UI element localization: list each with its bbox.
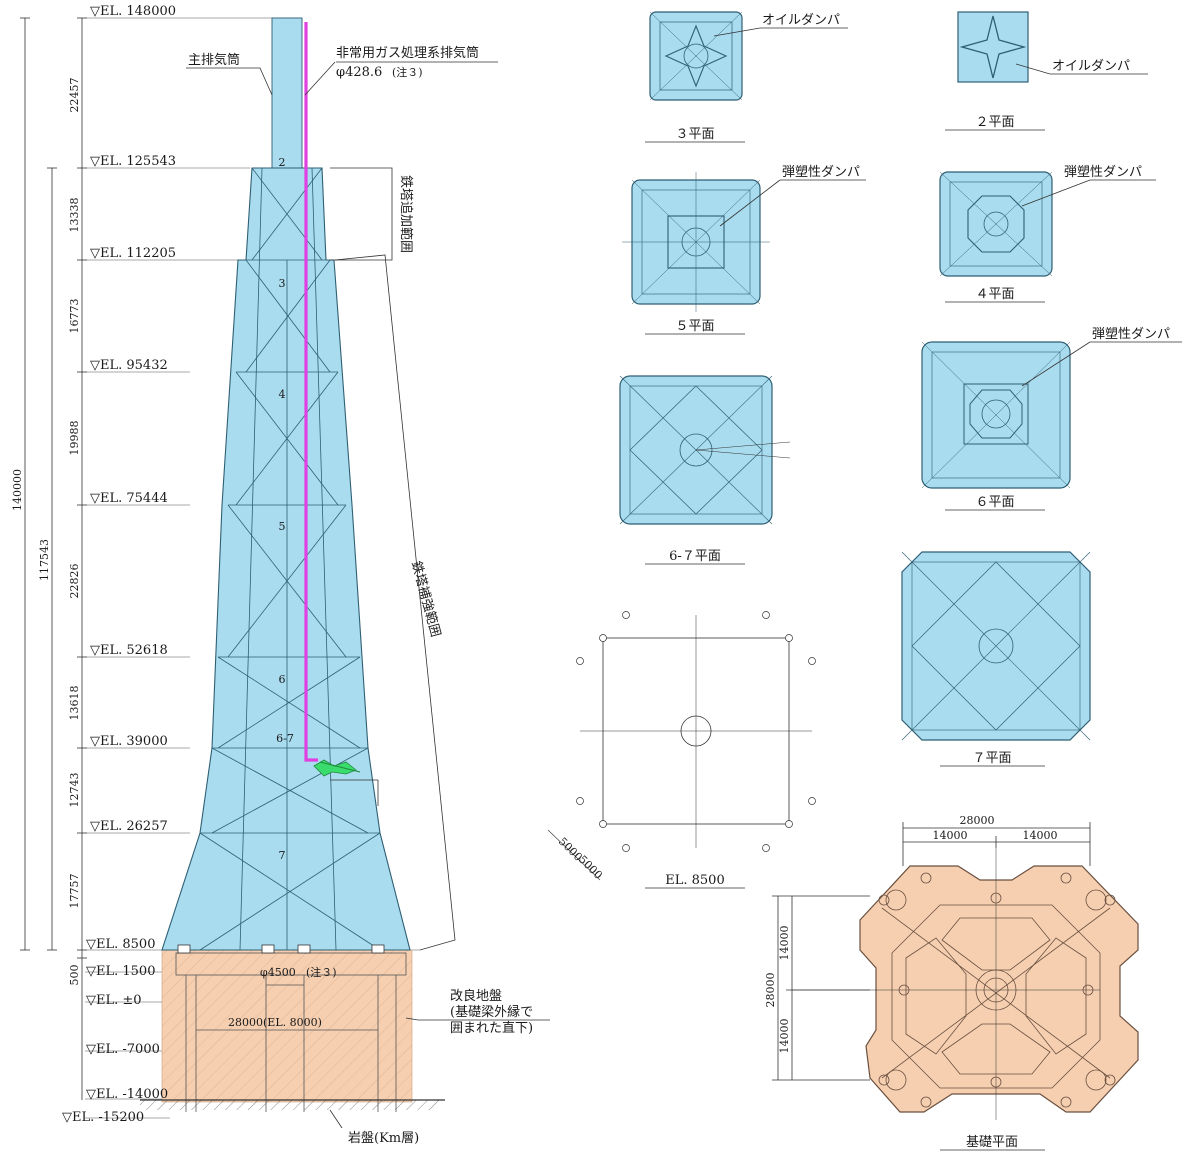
plan-6-7: 6-７平面 bbox=[619, 375, 791, 565]
plan-4: 弾塑性ダンパ ４平面 bbox=[939, 165, 1156, 303]
plan-2-title: ２平面 bbox=[975, 115, 1014, 130]
improved-ground-1: 改良地盤 bbox=[450, 988, 502, 1004]
base-plates bbox=[177, 944, 385, 954]
el-75444: ▽EL. 75444 bbox=[90, 491, 168, 506]
dimension-lines bbox=[20, 17, 420, 1119]
el-148000: ▽EL. 148000 bbox=[90, 4, 176, 19]
el-39000: ▽EL. 39000 bbox=[90, 734, 168, 749]
plan-8500-dim-b: 5000 bbox=[576, 853, 605, 882]
level-5: 5 bbox=[279, 520, 286, 533]
emergency-stack-label: 非常用ガス処理系排気筒 bbox=[336, 45, 479, 61]
plan-4-title: ４平面 bbox=[975, 287, 1014, 302]
plan-2: オイルダンパ ２平面 bbox=[945, 11, 1148, 131]
improved-ground-2: (基礎梁外縁で bbox=[450, 1004, 533, 1020]
emergency-gas-stack bbox=[304, 22, 318, 762]
level-6-7: 6-7 bbox=[276, 732, 294, 745]
foundation-width: 28000(EL. 8000) bbox=[228, 1016, 322, 1029]
main-stack-upper bbox=[271, 17, 303, 179]
plan-8500-title: EL. 8500 bbox=[665, 873, 724, 888]
plan-3: オイルダンパ ３平面 bbox=[645, 11, 848, 143]
foundation-dia-note: (注３) bbox=[306, 965, 337, 979]
bedrock-label: 岩盤(Km層) bbox=[348, 1131, 419, 1146]
plan-6: 弾塑性ダンパ ６平面 bbox=[921, 327, 1182, 511]
plan-5-callout: 弾塑性ダンパ bbox=[782, 165, 860, 180]
el-1500: ▽EL. 1500 bbox=[86, 964, 155, 979]
foundation-dia: φ4500 bbox=[260, 966, 296, 979]
el-125543: ▽EL. 125543 bbox=[90, 154, 176, 169]
dim-500: 500 bbox=[68, 965, 81, 986]
tower-bracing bbox=[199, 167, 381, 951]
plan-4-callout: 弾塑性ダンパ bbox=[1064, 165, 1142, 180]
base-h-bottom: 14000 bbox=[778, 1019, 791, 1054]
base-w-right: 14000 bbox=[1023, 829, 1058, 842]
dim-19988: 19988 bbox=[68, 421, 81, 456]
el-m14000: ▽EL. -14000 bbox=[86, 1087, 168, 1102]
range-addition-label: 鉄塔追加範囲 bbox=[398, 175, 414, 253]
range-reinforce-label: 鉄塔補強範囲 bbox=[408, 559, 443, 638]
el-52618: ▽EL. 52618 bbox=[90, 643, 168, 658]
el-26257: ▽EL. 26257 bbox=[90, 819, 168, 834]
base-w-total: 28000 bbox=[960, 814, 995, 827]
base-h-top: 14000 bbox=[778, 926, 791, 961]
level-4: 4 bbox=[279, 388, 286, 401]
el-0: ▽EL. ±0 bbox=[86, 993, 142, 1008]
plan-3-title: ３平面 bbox=[675, 127, 714, 142]
el-112205: ▽EL. 112205 bbox=[90, 246, 176, 261]
el-m7000: ▽EL. -7000 bbox=[86, 1042, 160, 1057]
plan-6-callout: 弾塑性ダンパ bbox=[1092, 327, 1170, 342]
dim-12743: 12743 bbox=[68, 773, 81, 808]
base-w-left: 14000 bbox=[933, 829, 968, 842]
plan-3-callout: オイルダンパ bbox=[762, 13, 840, 28]
el-8500: ▽EL. 8500 bbox=[86, 937, 155, 952]
main-stack-label: 主排気筒 bbox=[188, 52, 240, 68]
plan-6-7-title: 6-７平面 bbox=[669, 549, 721, 564]
damper-green bbox=[313, 759, 361, 777]
range-brackets bbox=[330, 167, 456, 951]
plan-5: 弾塑性ダンパ ５平面 bbox=[622, 165, 866, 335]
plan-2-callout: オイルダンパ bbox=[1052, 59, 1130, 74]
plan-foundation: 28000 14000 14000 28000 14000 14000 基礎平面 bbox=[764, 814, 1139, 1151]
level-3: 3 bbox=[279, 277, 286, 290]
elevation-view: ▽EL. 148000 ▽EL. 125543 ▽EL. 112205 ▽EL.… bbox=[11, 4, 550, 1146]
plan-foundation-title: 基礎平面 bbox=[966, 1135, 1018, 1150]
label-leaders bbox=[186, 61, 550, 1129]
dim-13618: 13618 bbox=[68, 686, 81, 721]
emergency-stack-dia: φ428.6 bbox=[336, 65, 382, 80]
plan-6-title: ６平面 bbox=[975, 495, 1014, 510]
level-7: 7 bbox=[279, 849, 286, 862]
dim-117543: 117543 bbox=[38, 539, 51, 581]
el-95432: ▽EL. 95432 bbox=[90, 358, 168, 373]
improved-ground-3: 囲まれた直下) bbox=[450, 1021, 533, 1036]
dim-16773: 16773 bbox=[68, 299, 81, 334]
dim-13338: 13338 bbox=[68, 198, 81, 233]
dim-22457: 22457 bbox=[68, 78, 81, 113]
dim-22826: 22826 bbox=[68, 564, 81, 599]
bedrock-hatch bbox=[140, 1100, 440, 1110]
plan-7: ７平面 bbox=[901, 551, 1091, 767]
plan-el-8500: 5000 5000 EL. 8500 bbox=[547, 611, 816, 889]
dim-17757: 17757 bbox=[68, 874, 81, 909]
level-6: 6 bbox=[279, 673, 286, 686]
base-h-total: 28000 bbox=[764, 973, 777, 1008]
foundation-piles bbox=[175, 952, 407, 1112]
dim-140000: 140000 bbox=[11, 469, 24, 511]
plan-5-title: ５平面 bbox=[675, 319, 714, 334]
emergency-stack-note: (注３) bbox=[392, 65, 423, 79]
plan-7-title: ７平面 bbox=[972, 751, 1011, 766]
level-2: 2 bbox=[279, 156, 286, 169]
el-m15200: ▽EL. -15200 bbox=[62, 1110, 144, 1125]
